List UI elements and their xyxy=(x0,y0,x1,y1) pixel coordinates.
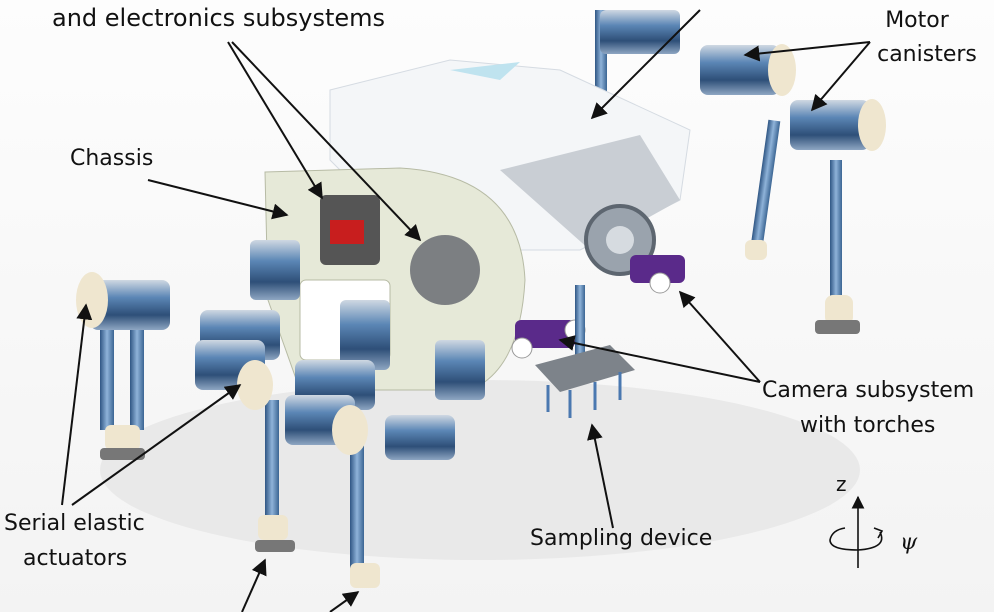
chassis-plate xyxy=(264,167,526,391)
label-sea-1: Serial elastic xyxy=(4,511,145,536)
label-chassis: Chassis xyxy=(70,146,154,171)
label-motor-2: canisters xyxy=(877,42,977,67)
label-motor-1: Motor xyxy=(885,8,949,33)
camera-subsystem xyxy=(511,255,685,359)
label-camera-2: with torches xyxy=(800,413,936,438)
label-sampling: Sampling device xyxy=(530,526,713,551)
front-legs xyxy=(76,240,485,588)
rear-legs xyxy=(595,10,886,334)
label-electronics: and electronics subsystems xyxy=(52,4,386,32)
callout-arrows xyxy=(61,9,871,612)
label-axis-psi: ψ xyxy=(900,530,918,555)
label-sea-2: actuators xyxy=(23,546,128,571)
z-axis-icon xyxy=(829,495,884,568)
label-axis-z: z xyxy=(836,472,847,496)
sampling-device xyxy=(535,285,635,418)
shadow xyxy=(100,380,860,560)
label-camera-1: Camera subsystem xyxy=(762,378,975,403)
